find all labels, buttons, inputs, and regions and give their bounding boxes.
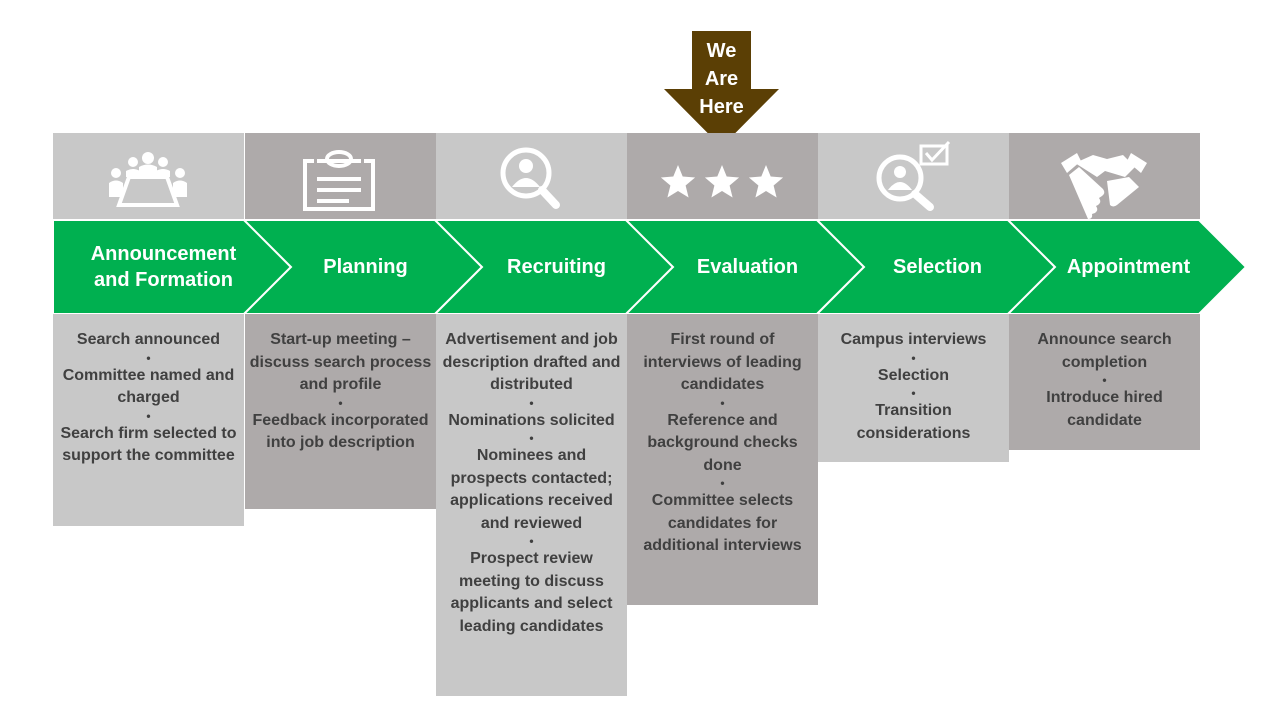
- detail-box-selection: Campus interviews • Selection • Transiti…: [818, 314, 1009, 462]
- bullet-separator: •: [1102, 373, 1107, 387]
- bullet-separator: •: [338, 395, 343, 410]
- detail-item: Transition considerations: [856, 402, 971, 442]
- we-are-here-label: We Are Here: [664, 37, 779, 121]
- bullet-separator: •: [720, 395, 725, 410]
- detail-box-recruiting: Advertisement and job description drafte…: [436, 314, 627, 696]
- stage-label-planning: Planning: [323, 256, 408, 278]
- clipboard-icon: [303, 150, 375, 211]
- detail-item: Start-up meeting – discuss search proces…: [249, 331, 432, 393]
- magnify-check-icon: [876, 140, 951, 211]
- detail-item: Nominations solicited: [448, 411, 615, 429]
- detail-item: Selection: [877, 366, 950, 384]
- detail-item: Prospect review meeting to discuss appli…: [450, 550, 613, 635]
- bullet-separator: •: [146, 408, 151, 423]
- icon-box-evaluation: [627, 133, 818, 219]
- stage-label-selection: Selection: [893, 256, 982, 278]
- marker-line: Are: [704, 68, 739, 90]
- detail-box-evaluation: First round of interviews of leading can…: [627, 314, 818, 605]
- stage-label-appointment: Appointment: [1066, 256, 1191, 278]
- detail-item: Campus interviews: [840, 331, 987, 348]
- bullet-separator: •: [146, 350, 151, 365]
- detail-item: Nominees and prospects contacted; applic…: [450, 447, 613, 532]
- bullet-separator: •: [911, 386, 916, 400]
- detail-item: Search firm selected to support the comm…: [60, 424, 237, 465]
- marker-line: We: [706, 40, 737, 62]
- detail-item: First round of interviews of leading can…: [643, 331, 802, 393]
- icon-box-recruiting: [436, 133, 627, 219]
- detail-box-planning: Start-up meeting – discuss search proces…: [245, 314, 436, 509]
- down-arrow-icon: [664, 31, 779, 147]
- stage-label-evaluation: Evaluation: [696, 256, 799, 278]
- detail-item: Announce search completion: [1037, 331, 1172, 371]
- detail-item: Search announced: [76, 331, 221, 348]
- handshake-icon: [1061, 153, 1147, 219]
- we-are-here-marker: We Are Here: [664, 31, 779, 147]
- detail-item: Feedback incorporated into job descripti…: [252, 411, 429, 452]
- icon-box-announcement: [53, 133, 244, 219]
- meeting-group-icon: [109, 152, 187, 207]
- detail-item: Committee selects candidates for additio…: [643, 492, 802, 554]
- icon-box-selection: [818, 133, 1009, 219]
- bullet-separator: •: [911, 350, 916, 365]
- stage-label-recruiting: Recruiting: [507, 256, 606, 278]
- bullet-separator: •: [529, 395, 534, 410]
- detail-item: Committee named and charged: [62, 366, 235, 407]
- detail-item: Reference and background checks done: [647, 411, 798, 474]
- bullet-separator: •: [720, 476, 725, 490]
- icon-box-planning: [245, 133, 436, 219]
- icon-box-appointment: [1009, 133, 1200, 219]
- bullet-separator: •: [529, 534, 534, 548]
- marker-line: Here: [699, 96, 744, 118]
- detail-item: Advertisement and job description drafte…: [442, 331, 621, 393]
- detail-box-appointment: Announce search completion • Introduce h…: [1009, 314, 1200, 450]
- three-stars-icon: [660, 165, 784, 198]
- magnify-person-icon: [500, 147, 560, 209]
- detail-box-announcement: Search announced • Committee named and c…: [53, 314, 244, 526]
- bullet-separator: •: [529, 431, 534, 445]
- stage-label-announcement: Announcement and Formation: [90, 243, 237, 291]
- detail-item: Introduce hired candidate: [1046, 389, 1163, 429]
